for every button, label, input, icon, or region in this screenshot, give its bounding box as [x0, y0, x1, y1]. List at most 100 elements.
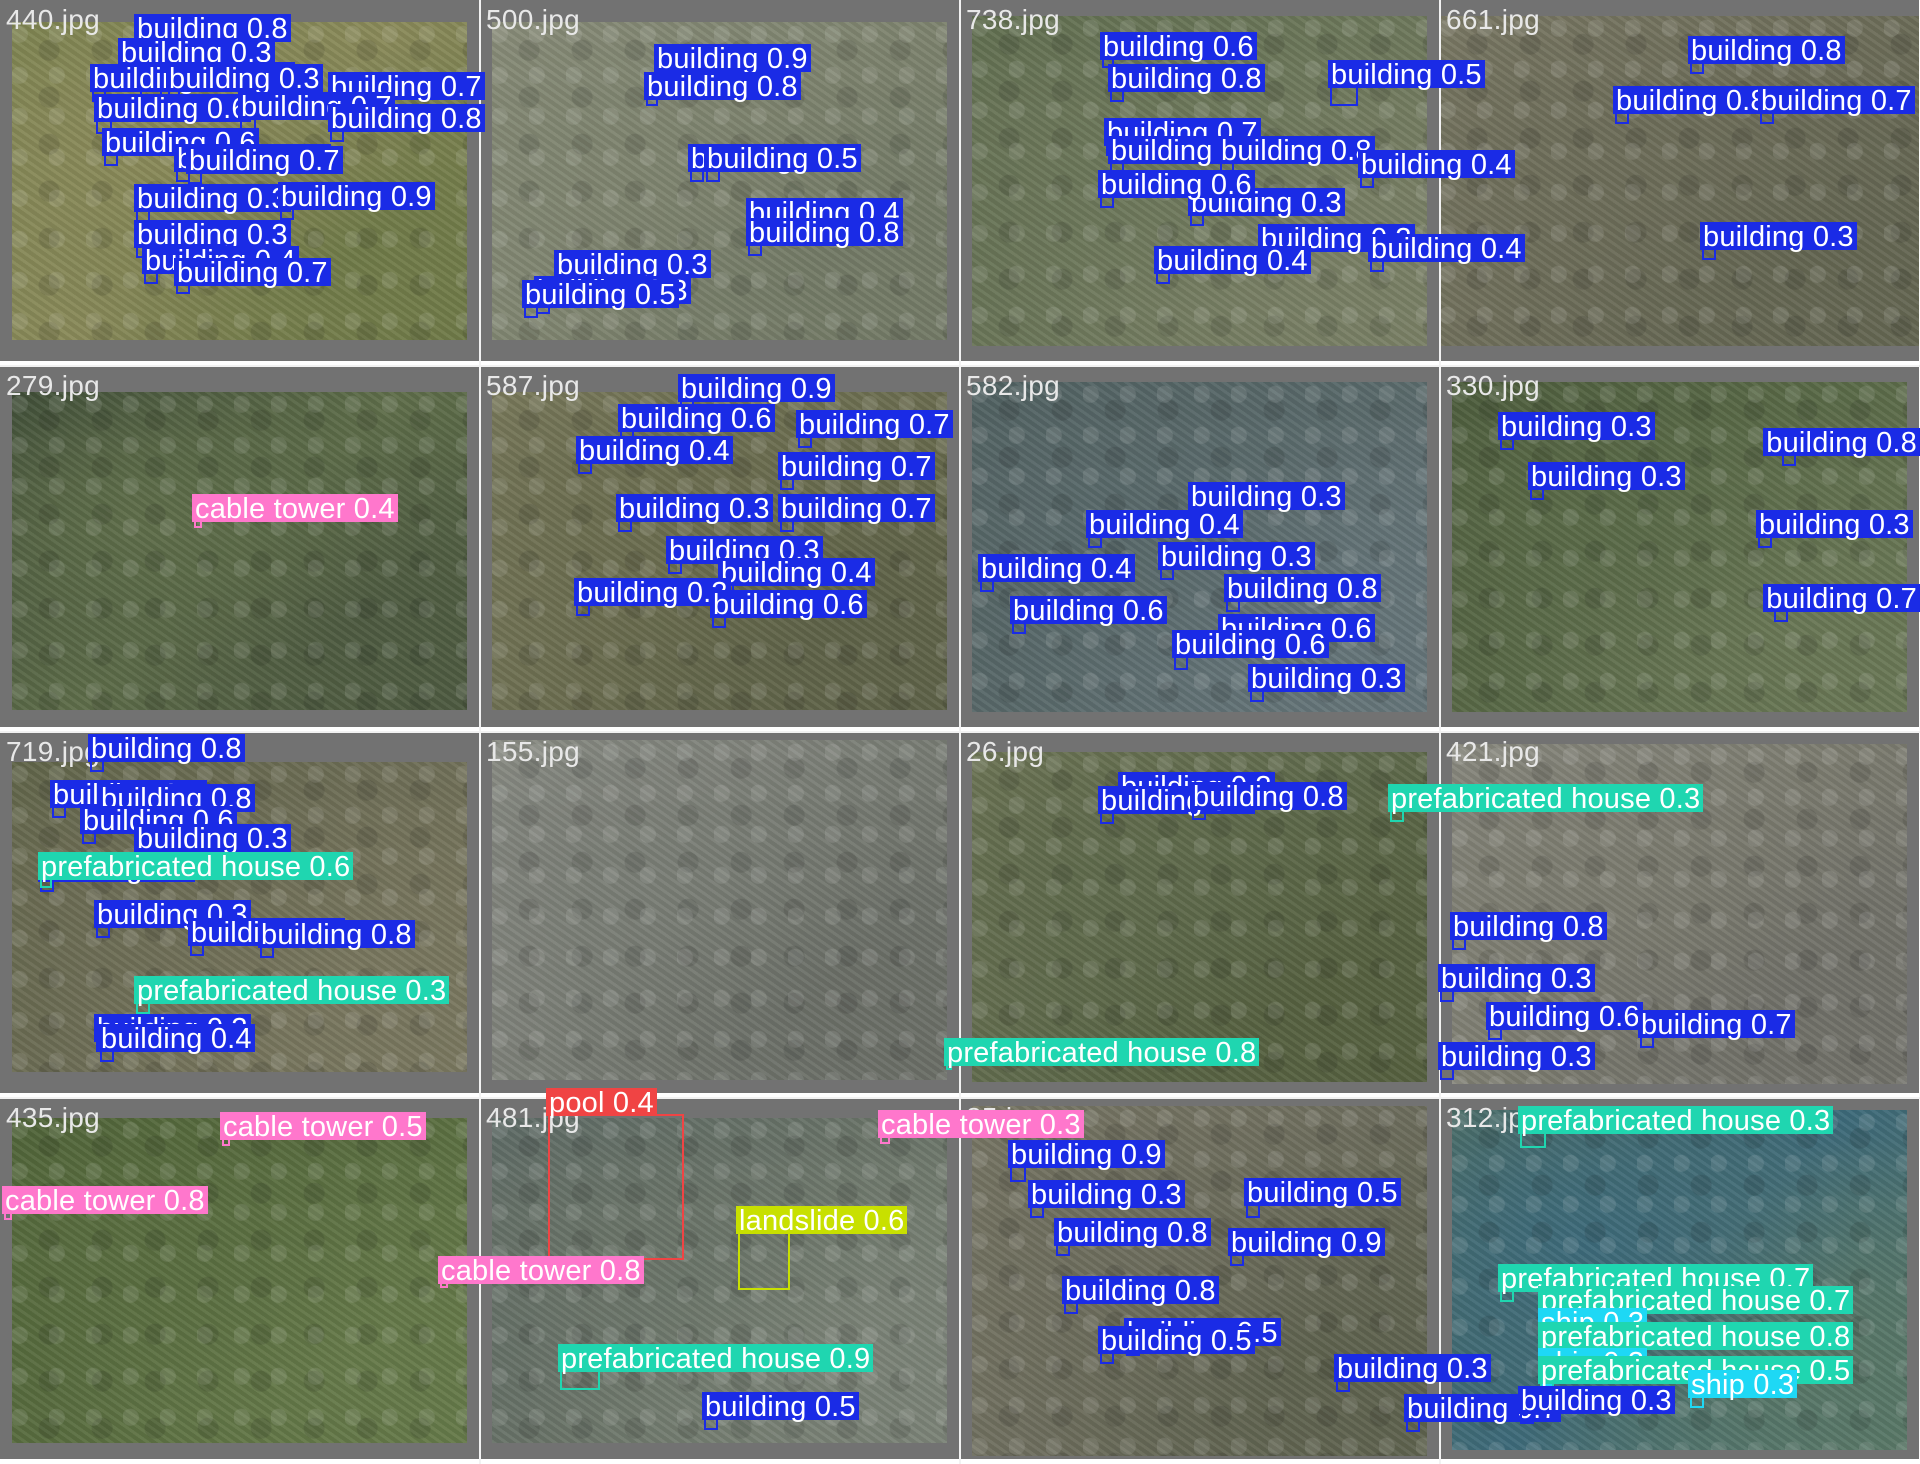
building-detection: building 0.3: [1498, 412, 1655, 450]
building-detection: building 0.6: [710, 590, 867, 628]
building-detection: building 0.9: [278, 182, 435, 220]
detection-label: prefabricated house 0.3: [134, 976, 450, 1006]
detection-label: building 0.4: [746, 198, 903, 228]
building-detection: building 0.8: [1062, 1276, 1219, 1314]
landslide-detection: landslide 0.6: [736, 1206, 908, 1290]
building-detection: building 0.5: [702, 1392, 859, 1430]
building-detection: building 0.3: [1158, 542, 1315, 580]
building-detection: building 0.9: [1008, 1140, 1165, 1182]
image-filename: 330.jpg: [1446, 370, 1540, 401]
building-detection: building 0.7: [186, 146, 343, 184]
detection-label: building 0.8: [1190, 782, 1347, 812]
building-detection: building 0.8: [1218, 136, 1375, 174]
detection-label: building 0.4: [576, 436, 733, 466]
detection-label: building 0.7: [778, 494, 935, 524]
building-detection: building 0.5: [50, 780, 207, 818]
image-tile: 661.jpg: [1440, 0, 1919, 361]
building-detection: building 0.3: [688, 144, 845, 182]
detection-label: building 0.6: [1486, 1002, 1643, 1032]
building-detection: building 0.8: [1450, 912, 1607, 950]
prefabricated-house-detection: prefabricated house 0.8: [1538, 1322, 1854, 1360]
cable-tower-detection: cable tower 0.3: [878, 1110, 1084, 1144]
image-filename: 421.jpg: [1446, 736, 1540, 767]
detection-label: pool 0.4: [546, 1088, 657, 1118]
detection-label: cable tower 0.8: [2, 1186, 208, 1216]
building-detection: building 0.4: [1154, 246, 1311, 284]
building-detection: building 0.7: [174, 258, 331, 294]
grid-separator: [0, 731, 1920, 733]
detection-label: cable tower 0.8: [438, 1256, 644, 1286]
building-detection: building 0.4: [576, 436, 733, 474]
detection-label: building 0.3: [1498, 412, 1655, 442]
detection-label: building 0.8: [88, 734, 245, 764]
cable-tower-detection: cable tower 0.4: [192, 494, 398, 528]
detection-label: building 0.8: [1450, 912, 1607, 942]
building-detection: building 0.5: [522, 280, 679, 318]
bounding-box: [548, 1114, 684, 1260]
detection-label: building 0.3: [1756, 510, 1913, 540]
building-detection: building 0.6: [1100, 32, 1257, 68]
prefabricated-house-detection: prefabricated house 0.3: [1518, 1106, 1834, 1148]
detection-label: building 0.8: [258, 920, 415, 950]
detection-label: building 0.3: [1188, 482, 1345, 512]
building-detection: building 0.3: [94, 900, 251, 938]
detection-label: building 0.5: [1098, 1326, 1255, 1356]
building-detection: building 0.3: [166, 64, 323, 100]
building-detection: building 0.8: [1190, 782, 1347, 820]
detection-label: building 0.6: [1098, 170, 1255, 200]
building-detection: building 0.8: [1688, 36, 1845, 74]
building-detection: building 0.3: [616, 494, 773, 532]
detection-label: building 0.3: [1438, 1042, 1595, 1072]
pool-detection: pool 0.4: [546, 1088, 684, 1260]
building-detection: building 0.8: [1054, 1218, 1211, 1256]
image-filename: 587.jpg: [486, 370, 580, 401]
grid-separator: [0, 365, 1920, 367]
detection-label: building 0.6: [94, 94, 251, 124]
detection-label: building 0.8: [644, 72, 801, 102]
building-detection: building 0.4: [142, 246, 299, 284]
building-detection: building 0.6: [1172, 630, 1329, 670]
detection-label: building 0.3: [134, 184, 291, 214]
detection-label: building 0.5: [522, 280, 679, 310]
building-detection: building 0.3: [1700, 222, 1857, 260]
building-detection: building 0.7: [1098, 786, 1255, 824]
grid-separator: [0, 1097, 1920, 1099]
detection-label: building 0.3: [616, 494, 773, 524]
detection-label: building 0.6: [1100, 32, 1257, 62]
building-detection: building 0.5: [704, 144, 861, 182]
detection-label: building 0.7: [186, 146, 343, 176]
detection-label: building 0.8: [328, 104, 485, 134]
image-filename: 719.jpg: [6, 736, 100, 767]
detection-label: building 0.7: [796, 410, 953, 440]
detection-label: building 0.3: [166, 64, 323, 94]
image-filename: 279.jpg: [6, 370, 100, 401]
building-detection: building 0.8: [1108, 64, 1265, 102]
detection-label: building 0.3: [1518, 1386, 1675, 1416]
detection-label: building 0.4: [718, 558, 875, 588]
image-filename: 440.jpg: [6, 4, 100, 35]
building-detection: building 0.7: [1638, 1010, 1795, 1048]
building-detection: building 0.3: [188, 918, 345, 956]
building-detection: building 0.5: [1328, 60, 1485, 106]
detection-label: building 0.7: [778, 452, 935, 482]
prefabricated-house-detection: prefabricated house 0.3: [1388, 784, 1704, 822]
prefabricated-house-detection: prefabricated house 0.7: [1498, 1264, 1814, 1302]
building-detection: building 0.3: [1334, 1354, 1491, 1392]
detection-label: building 0.7: [174, 258, 331, 288]
detection-label: ship 0.3: [1688, 1370, 1798, 1400]
aerial-photo: [12, 392, 467, 710]
building-detection: building 0.3: [134, 220, 291, 258]
building-detection: building 0.4: [746, 198, 903, 236]
detection-label: building 0.9: [278, 182, 435, 212]
detection-label: building 0.4: [98, 1024, 255, 1054]
detection-label: building 0.7: [1758, 86, 1915, 116]
detection-label: building 0.7: [1638, 1010, 1795, 1040]
detection-label: building 0.3: [1028, 1180, 1185, 1210]
detection-label: building 0.4: [1154, 246, 1311, 276]
building-detection: building 0.4: [1368, 234, 1525, 272]
detection-label: building 0.6: [710, 590, 867, 620]
detection-label: building 0.3: [1248, 664, 1405, 694]
cable-tower-detection: cable tower 0.8: [2, 1186, 208, 1220]
building-detection: building 0.7: [1404, 1394, 1561, 1432]
